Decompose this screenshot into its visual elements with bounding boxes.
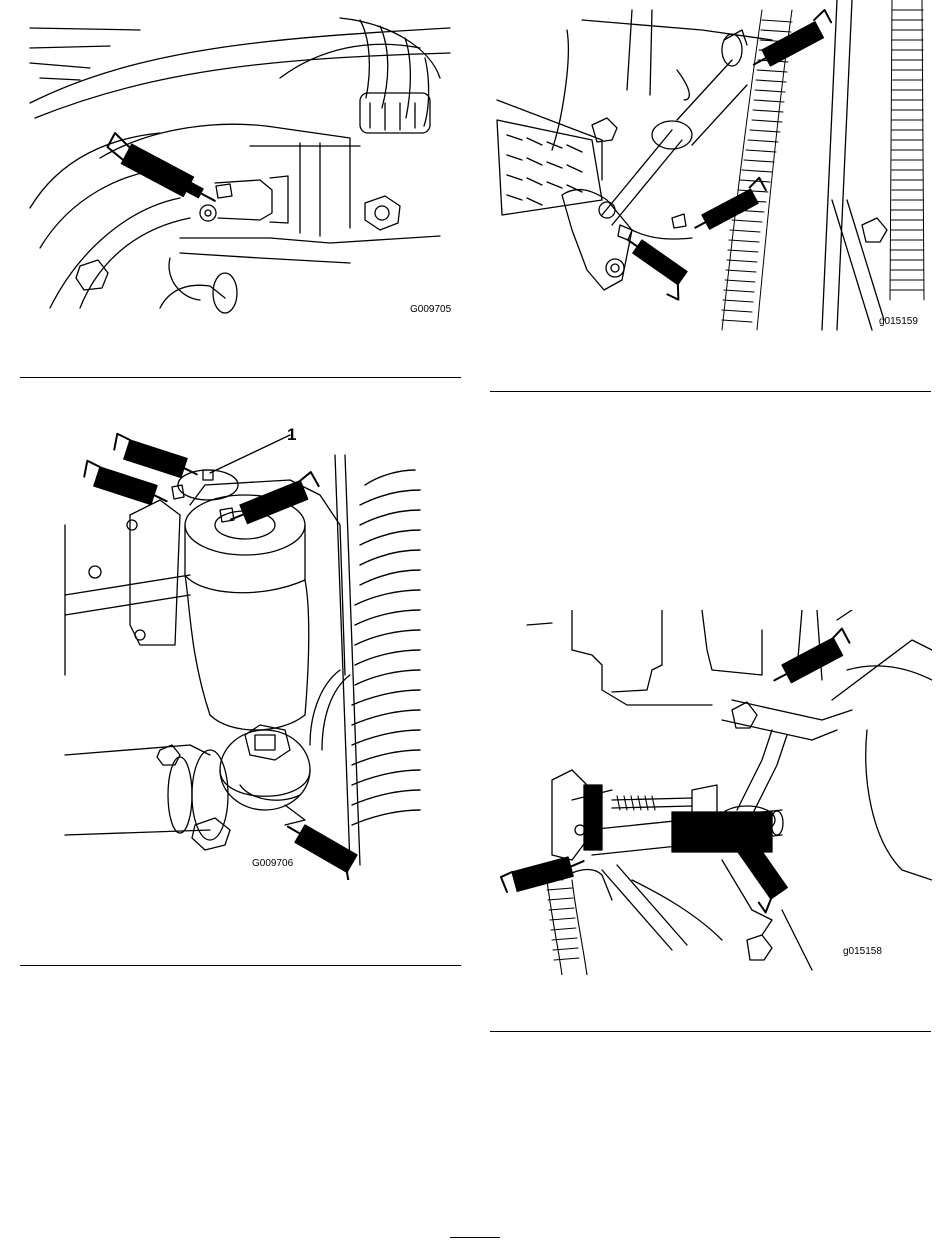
figure-3-illustration (60, 425, 440, 880)
figure-4-divider (490, 1031, 931, 1032)
figure-2-id: g015159 (879, 316, 918, 327)
figure-4-id: g015158 (843, 946, 882, 957)
figure-3-divider (20, 965, 461, 966)
figure-4-illustration (492, 610, 932, 975)
page-number-rule (450, 1237, 500, 1238)
figure-1-id: G009705 (410, 304, 451, 315)
figure-3-id: G009706 (252, 858, 293, 869)
figure-2-divider (490, 391, 931, 392)
figure-3-callout-1: 1 (287, 425, 296, 445)
figure-1-divider (20, 377, 461, 378)
figure-2-illustration (492, 0, 932, 335)
figure-1-illustration (20, 8, 460, 328)
